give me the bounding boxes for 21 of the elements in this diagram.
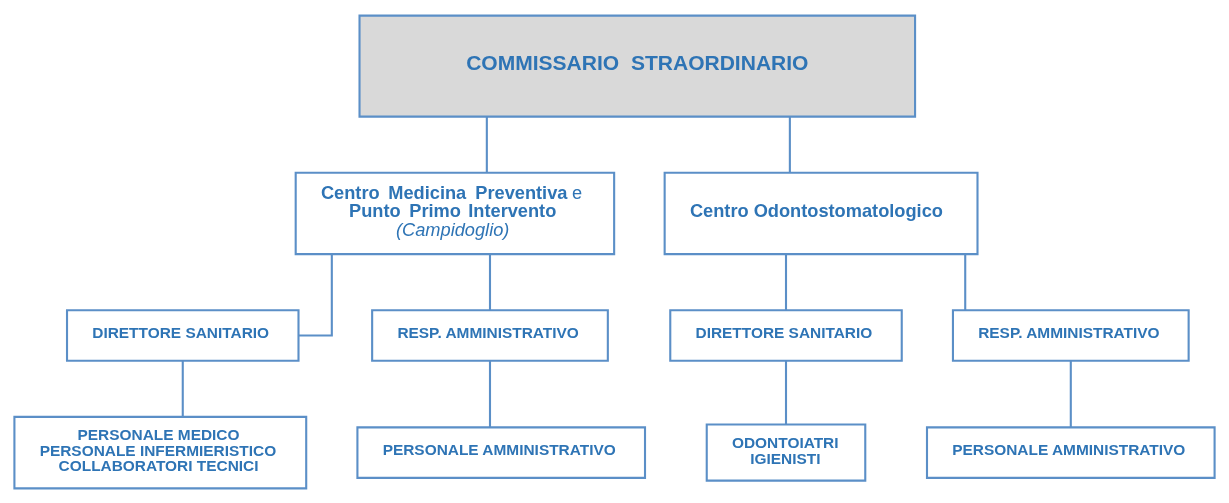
node-box: RESP. AMMINISTRATIVO [371,308,609,362]
node-box: Centro Medicina Preventiva e Punto Primo Intervento (Campidoglio) [294,171,616,255]
connector [298,254,333,337]
connector [784,360,788,424]
connector [485,116,488,172]
node-box: ODONTOIATRI IGIENISTI [705,423,867,482]
connector [1069,360,1072,427]
connector [964,254,967,310]
connector [784,254,788,310]
node-box: Centro Odontostomatologico [663,171,979,255]
connector [181,360,184,417]
node-box: DIRETTORE SANITARIO [669,308,903,362]
node-box: DIRETTORE SANITARIO [65,308,300,362]
node-box: COMMISSARIO STRAORDINARIO [358,14,917,118]
connector [488,254,492,310]
connector [788,116,791,172]
connector [488,360,492,427]
node-box: PERSONALE AMMINISTRATIVO [925,425,1216,479]
node-box: PERSONALE MEDICO PERSONALE INFERMIERISTICO COLLABORATORI TECNICI [13,415,308,489]
node-box: RESP. AMMINISTRATIVO [951,308,1190,362]
node-box: PERSONALE AMMINISTRATIVO [356,425,647,479]
